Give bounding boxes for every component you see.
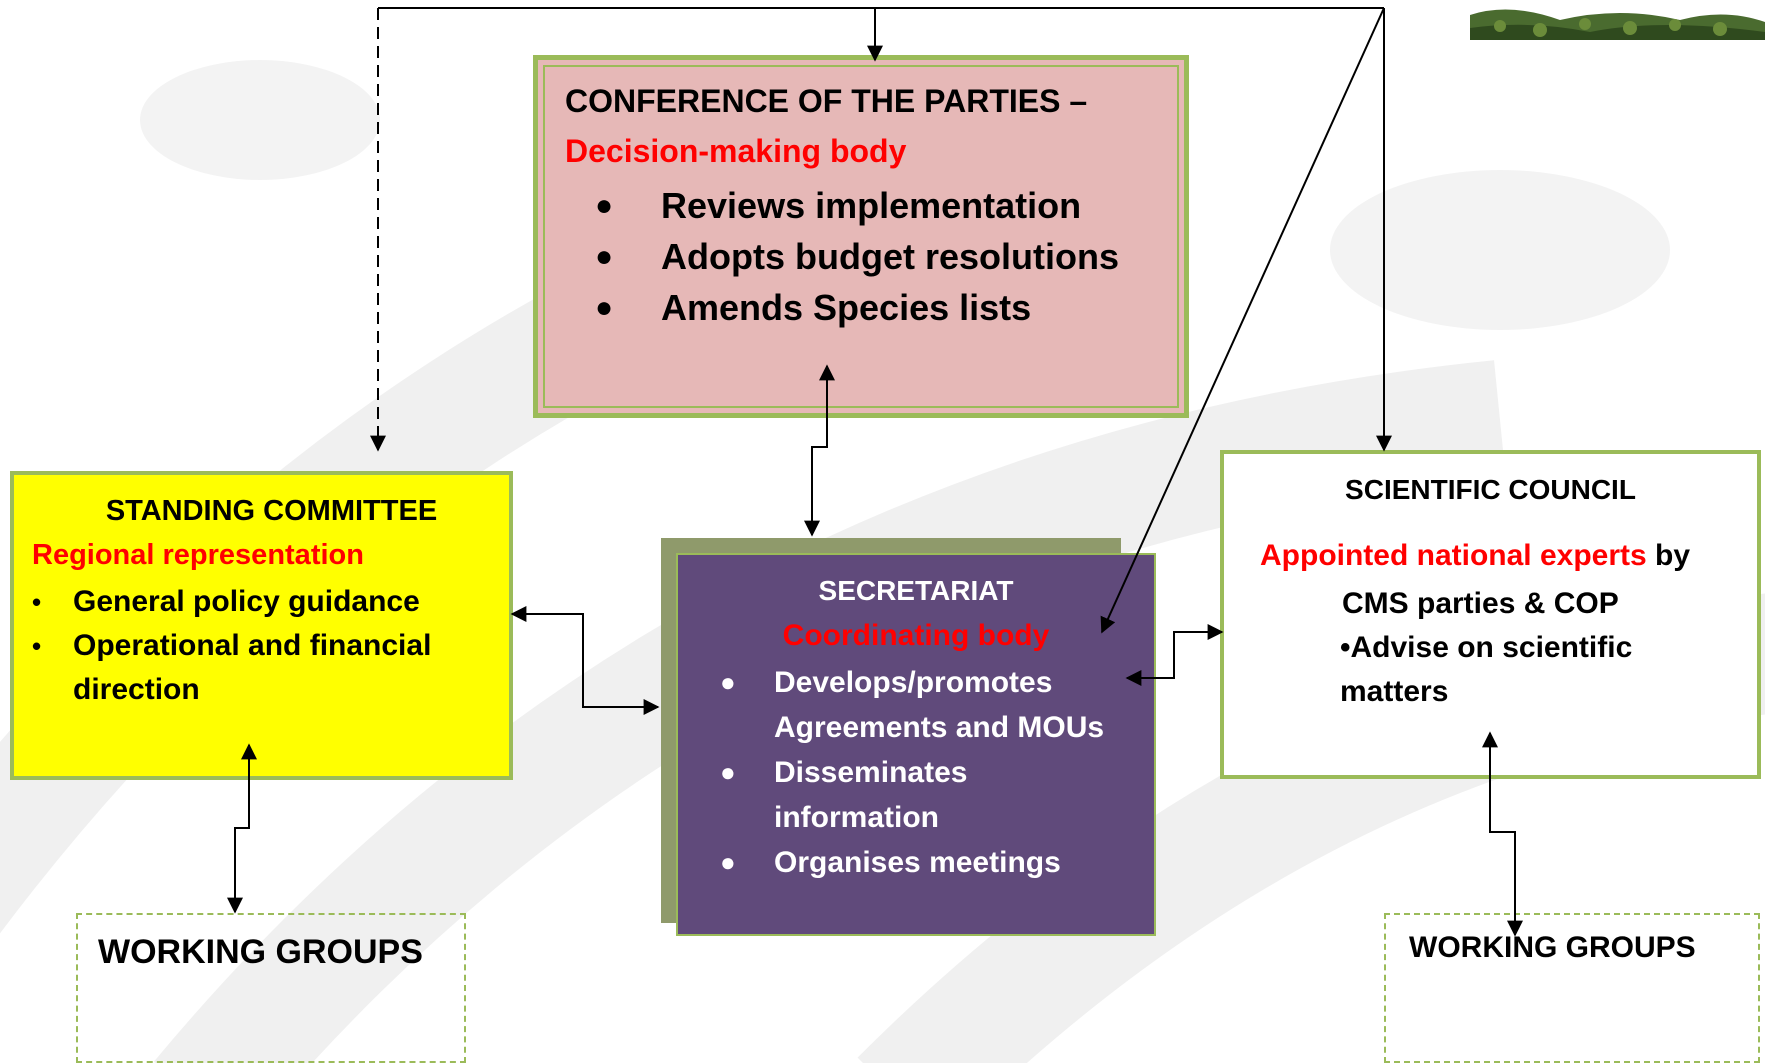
scientific-council-line1: Appointed national experts by bbox=[1260, 539, 1691, 572]
working-groups-left-label: WORKING GROUPS bbox=[98, 933, 423, 971]
bullet-icon: ● bbox=[595, 291, 614, 324]
scientific-council-line3: •Advise on scientific bbox=[1340, 631, 1633, 664]
working-groups-right-box: WORKING GROUPS bbox=[1384, 913, 1760, 1063]
working-groups-left-box: WORKING GROUPS bbox=[76, 913, 466, 1063]
bullet-icon: ● bbox=[720, 757, 736, 787]
scientific-council-line2: CMS parties & COP bbox=[1342, 587, 1619, 620]
working-groups-right-label: WORKING GROUPS bbox=[1409, 931, 1696, 964]
cop-subtitle: Decision-making body bbox=[565, 133, 907, 169]
conference-of-parties-box: CONFERENCE OF THE PARTIES – Decision-mak… bbox=[533, 55, 1189, 418]
secretariat-item-cont: information bbox=[774, 801, 939, 834]
scientific-council-line4: matters bbox=[1340, 675, 1449, 708]
secretariat-list: ●Develops/promotes Agreements and MOUs ●… bbox=[698, 660, 1104, 885]
cop-list: ●Reviews implementation ●Adopts budget r… bbox=[565, 180, 1119, 333]
secretariat-subtitle: Coordinating body bbox=[782, 619, 1050, 652]
bullet-icon: ● bbox=[595, 240, 614, 273]
bullet-icon: • bbox=[32, 587, 42, 617]
secretariat-title: SECRETARIAT bbox=[818, 575, 1014, 606]
standing-committee-subtitle: Regional representation bbox=[32, 539, 364, 571]
bullet-icon: ● bbox=[595, 189, 614, 222]
secretariat-item: ●Disseminates bbox=[698, 750, 1104, 795]
bullet-icon: ● bbox=[720, 847, 736, 877]
secretariat-item: ●Organises meetings bbox=[698, 840, 1104, 885]
scientific-council-title: SCIENTIFIC COUNCIL bbox=[1345, 474, 1636, 505]
standing-committee-item: •Operational and financial bbox=[32, 624, 431, 668]
cop-item: ●Adopts budget resolutions bbox=[565, 231, 1119, 282]
standing-committee-item-cont: direction bbox=[73, 673, 200, 706]
standing-committee-item: •General policy guidance bbox=[32, 580, 431, 624]
standing-committee-box: STANDING COMMITTEE Regional representati… bbox=[10, 471, 513, 780]
cop-item: ●Reviews implementation bbox=[565, 180, 1119, 231]
bullet-icon: • bbox=[32, 631, 42, 661]
standing-committee-list: •General policy guidance •Operational an… bbox=[32, 580, 431, 712]
secretariat-item: ●Develops/promotes bbox=[698, 660, 1104, 705]
secretariat-item-cont: Agreements and MOUs bbox=[774, 711, 1105, 744]
cop-title: CONFERENCE OF THE PARTIES – bbox=[565, 83, 1088, 119]
scientific-council-box: SCIENTIFIC COUNCIL Appointed national ex… bbox=[1220, 450, 1761, 779]
standing-committee-title: STANDING COMMITTEE bbox=[105, 495, 438, 527]
secretariat-box: SECRETARIAT Coordinating body ●Develops/… bbox=[676, 553, 1156, 936]
bullet-icon: ● bbox=[720, 667, 736, 697]
cop-item: ●Amends Species lists bbox=[565, 282, 1119, 333]
landscape-image bbox=[1470, 0, 1765, 40]
